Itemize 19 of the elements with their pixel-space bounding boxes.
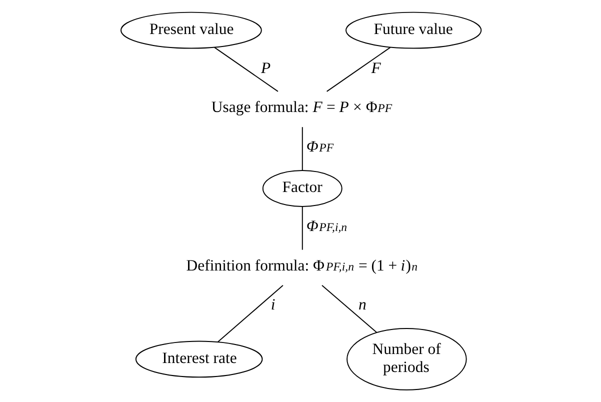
connector [214,46,278,92]
connector [217,284,283,342]
node-text: Definition formula: ΦPF,i,n = (1 + i)n [186,257,418,274]
connector [301,126,302,171]
edge-label: P [260,60,270,77]
node-ellipse: Future value [345,12,482,49]
connector [301,206,302,250]
edge-label: F [370,60,380,77]
node-ellipse: Factor [262,170,342,207]
edge-label: ΦPF,i,n [306,218,347,235]
edge-label: n [358,296,366,314]
connector [321,284,377,334]
connector [326,46,390,92]
edge-label: i [270,296,275,314]
node-text: Usage formula: F = P × ΦPF [210,99,392,116]
node-ellipse: Interest rate [134,340,262,378]
edge-label: ΦPF [306,138,334,156]
node-ellipse: Present value [120,12,262,49]
node-ellipse: Number of periods [346,328,466,390]
